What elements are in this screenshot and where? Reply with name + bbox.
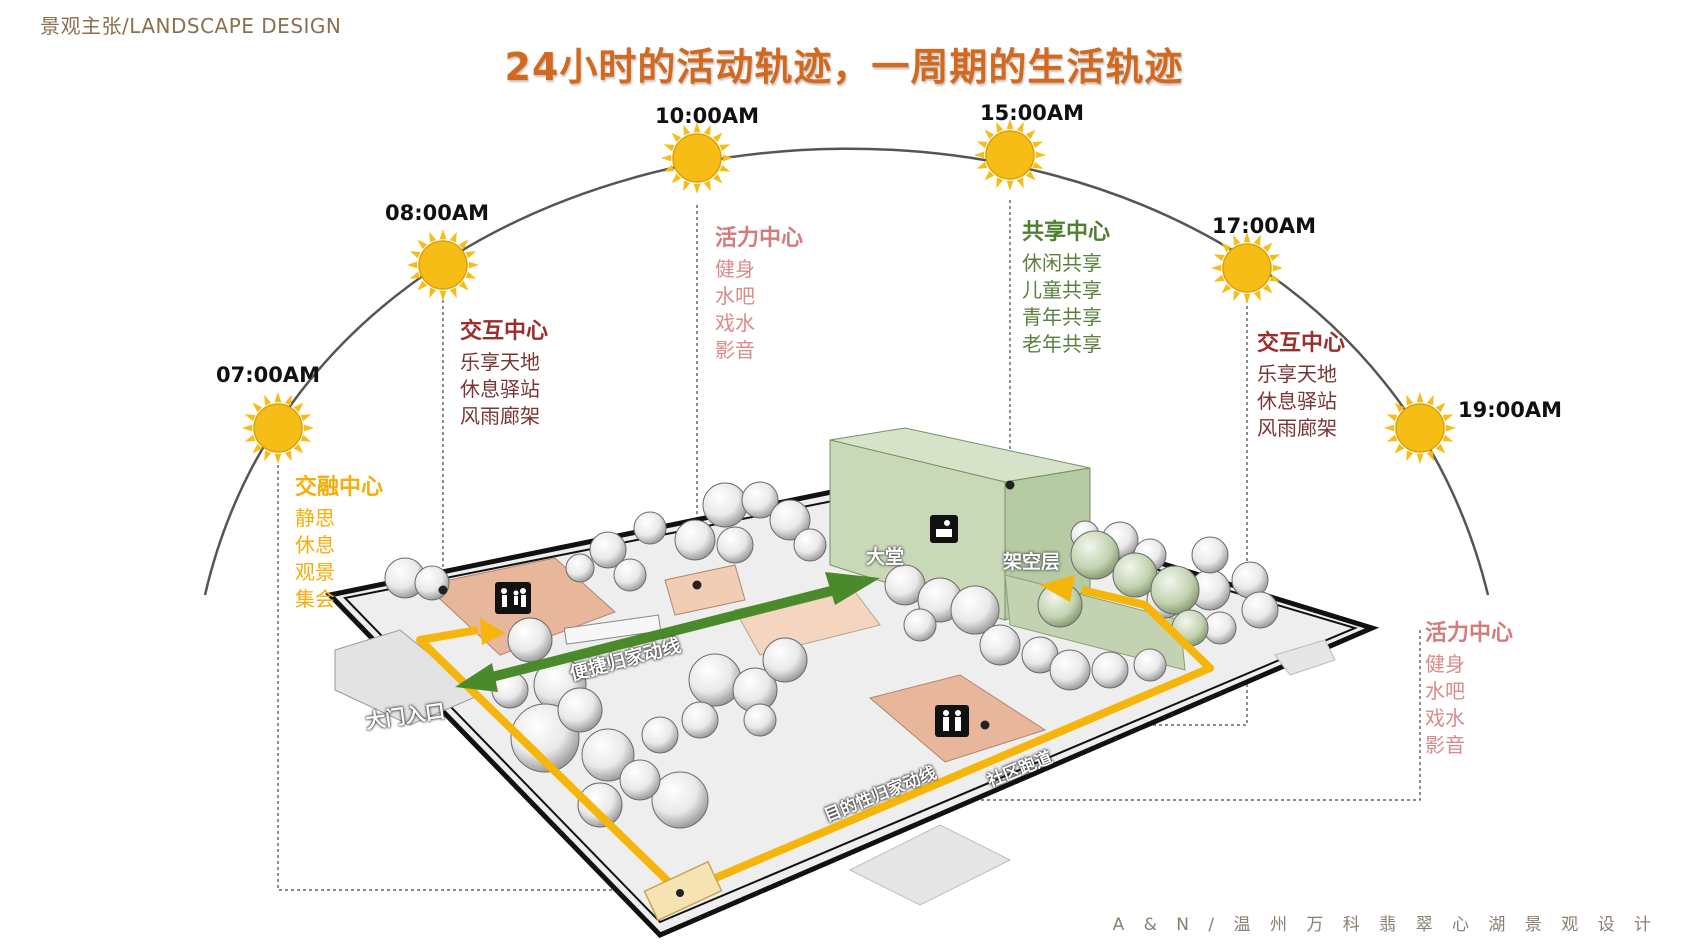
tree-cluster-west: [384, 557, 709, 829]
zone-item: 老年共享: [1022, 332, 1102, 356]
header-label: 景观主张/LANDSCAPE DESIGN: [40, 14, 342, 38]
sun-icon-t1700: [1211, 232, 1283, 304]
zone-huoli-right: 活力中心 健身 水吧 戏水 影音: [1425, 620, 1513, 759]
sun-icon-t1000: [661, 122, 733, 194]
zone-jiaohu-right-title: 交互中心: [1257, 331, 1346, 356]
zone-jiaorong-title: 交融中心: [295, 475, 384, 500]
zone-item: 戏水: [1425, 706, 1465, 730]
yellow-purpose-path: [678, 586, 1214, 897]
time-label-1500: 15:00AM: [980, 101, 1084, 125]
zone-item: 休息驿站: [1257, 389, 1337, 413]
time-label-1000: 10:00AM: [655, 104, 759, 128]
entrance-gate: [334, 629, 481, 726]
zone-jiaohu-right: 交互中心 乐享天地 休息驿站 风雨廊架: [1257, 330, 1345, 442]
suns: [242, 119, 1456, 464]
guide-1900: [930, 630, 1421, 801]
zone-jiaohu-left: 交互中心 乐享天地 休息驿站 风雨廊架: [460, 318, 548, 430]
zone-item: 风雨廊架: [460, 404, 540, 428]
sun-icon-t1900: [1384, 392, 1456, 464]
tree-cluster-north: [565, 481, 827, 592]
zone-item: 休息: [295, 533, 335, 557]
yellow-arrow-head-east: [1040, 575, 1075, 602]
zone-item: 水吧: [1425, 679, 1465, 703]
zone-item: 健身: [715, 257, 755, 281]
zone-item: 水吧: [715, 284, 755, 308]
yellow-arrow-head-west: [480, 618, 505, 645]
zone-item: 休息驿站: [460, 377, 540, 401]
site-outer-boundary: [325, 477, 1380, 938]
east-walkway: [1274, 639, 1336, 676]
yellow-community-path: [416, 626, 683, 896]
sun-icon-t0700: [242, 392, 314, 464]
zone-item: 静思: [295, 506, 335, 530]
page-title: 24小时的活动轨迹，一周期的生活轨迹: [504, 45, 1184, 89]
sun-icon-t0800: [407, 229, 479, 301]
pictogram-reading-icon: [930, 515, 958, 543]
zone-huoli-right-title: 活力中心: [1425, 621, 1514, 646]
map-label-lobby: 大堂: [866, 546, 905, 568]
zone-huoli-top: 活力中心 健身 水吧 戏水 影音: [715, 225, 803, 364]
pictogram-elderly-icon: [935, 705, 969, 737]
time-label-0800: 08:00AM: [385, 201, 489, 225]
tree-cluster-center: [681, 637, 808, 739]
zone-item: 戏水: [715, 311, 755, 335]
sun-icon-t1500: [974, 119, 1046, 191]
zone-gongxiang: 共享中心 休闲共享 儿童共享 青年共享 老年共享: [1022, 219, 1110, 358]
zone-item: 乐享天地: [1257, 362, 1337, 386]
zone-jiaorong: 交融中心 静思 休息 观景 集会: [295, 474, 383, 613]
zone-item: 观景: [295, 560, 335, 584]
footer-credit: A & N / 温 州 万 科 翡 翠 心 湖 景 观 设 计: [1112, 915, 1658, 935]
zone-item: 集会: [295, 587, 335, 611]
pictogram-family-icon: [495, 582, 531, 614]
green-arrow-head-east: [825, 572, 880, 605]
time-label-0700: 07:00AM: [216, 363, 320, 387]
sun-path-arc: [203, 147, 1490, 596]
zone-item: 儿童共享: [1022, 278, 1102, 302]
zone-item: 健身: [1425, 652, 1465, 676]
green-arrow-head-west: [455, 663, 498, 692]
zone-item: 影音: [1425, 733, 1465, 757]
zone-item: 影音: [715, 338, 755, 362]
guide-0700: [277, 465, 670, 891]
zone-markers: [438, 480, 1015, 730]
green-quick-route: [478, 585, 837, 685]
trees: [384, 481, 1279, 829]
zone-item: 休闲共享: [1022, 251, 1102, 275]
time-label-1900: 19:00AM: [1458, 398, 1562, 422]
map-label-stilt-floor: 架空层: [1003, 551, 1061, 573]
zone-gongxiang-title: 共享中心: [1022, 220, 1111, 245]
routes: [416, 572, 1214, 922]
zone-item: 风雨廊架: [1257, 416, 1337, 440]
time-label-1700: 17:00AM: [1212, 214, 1316, 238]
south-walkway: [848, 824, 1012, 906]
pavilion-box: [664, 564, 746, 616]
zone-item: 乐享天地: [460, 350, 540, 374]
tree-cluster-east: [884, 520, 1279, 691]
zone-item: 青年共享: [1022, 305, 1102, 329]
zone-jiaohu-left-title: 交互中心: [460, 319, 549, 344]
sign-board: [563, 614, 662, 645]
zone-huoli-top-title: 活力中心: [715, 226, 804, 251]
